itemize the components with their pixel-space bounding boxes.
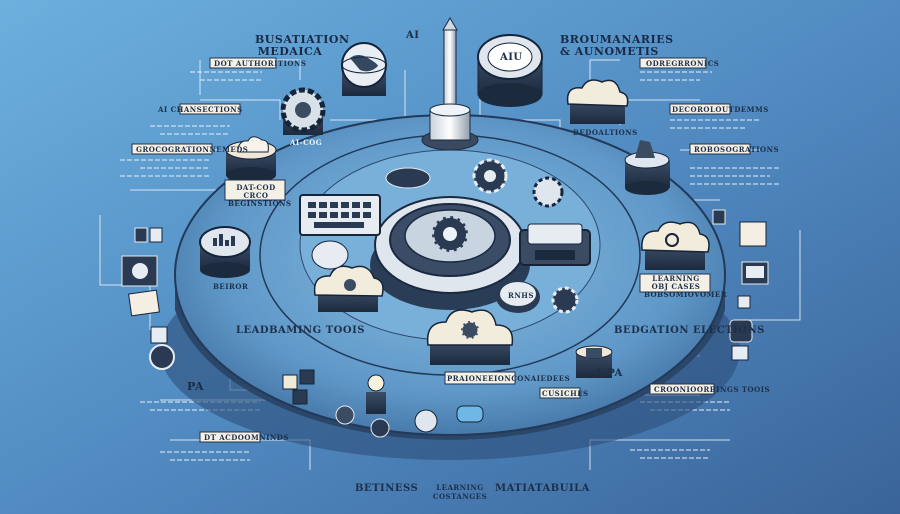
small-gear-icon (472, 158, 579, 314)
cloud-search-icon (641, 221, 710, 270)
robot-icon (519, 223, 591, 266)
monitor-icon (121, 227, 175, 370)
gear-icon (280, 87, 326, 135)
camera-icon (575, 345, 613, 378)
card-right-1 (639, 57, 707, 69)
storage-icon (282, 369, 484, 438)
heading-bottom-2: LEARNING COSTANGES (432, 483, 488, 501)
robot-hand-icon (624, 140, 670, 195)
heading-top-left: BUSATIATION MEDAICA (255, 33, 350, 58)
cloud-icon (225, 136, 277, 183)
heading-bottom-1: BETINESS (355, 483, 419, 494)
ring-label: RNHS (508, 291, 534, 300)
card-left-1 (179, 103, 241, 115)
card-bottom-right (649, 383, 715, 395)
cloud-icon (566, 79, 629, 124)
bar-chart-icon (199, 226, 251, 278)
document-icon (128, 289, 168, 344)
central-engine (370, 196, 530, 310)
antenna-icon (421, 17, 479, 151)
card-right-3 (689, 143, 751, 155)
card-bottom-center-2-text: CUSICHES (542, 389, 589, 398)
card-bottom-center-2 (539, 387, 581, 399)
card-bottom-left (199, 431, 261, 443)
card-center-left (224, 179, 286, 201)
heading-bottom-left: PA (187, 380, 205, 393)
label-left-sensor: BEIROR (213, 282, 249, 291)
card-right-cloud-text: LEARNING OBJ CASES BOBSOMIOVOMER (644, 274, 728, 299)
card-right-cloud (639, 273, 711, 293)
card-tl (209, 57, 277, 69)
label-right-2: DECOROLOUTDEMMS (672, 105, 769, 114)
card-bottom-center (444, 371, 516, 385)
keyboard-icon (299, 194, 381, 236)
ai-disc (477, 34, 543, 107)
label-left-2: GROCOGRATIONNEMEDS (136, 145, 249, 154)
globe-icon (341, 42, 387, 96)
card-bottom-right-text: CROONIOORBINGS TOOIS (654, 385, 771, 394)
card-left-2 (131, 143, 213, 155)
heading-left-mid: LEADBAMING TOOIS (236, 325, 365, 336)
disc-label: AIU (500, 52, 523, 63)
label-right-3: BEDOALTIONS (573, 128, 638, 137)
ring-display-icon (311, 167, 540, 313)
cloud-gear-icon (426, 309, 514, 365)
card-right-2 (669, 103, 731, 115)
cloud-icon (313, 265, 384, 312)
label-left-gear: AI-COG (290, 138, 323, 147)
label-right-1: ODREGRRONICS (646, 59, 720, 68)
monitor-icon (712, 209, 769, 361)
heading-top-center: AI (406, 30, 420, 41)
heading-bottom-right: A·PA (595, 368, 623, 379)
heading-top-right: BROUMANARIES & AUNOMETIS (560, 33, 674, 58)
card-bottom-center-text: PRAIONEEIONCONAIEDEES (447, 374, 571, 383)
label-left-1: AI CHANSECTIONS (158, 105, 243, 114)
card-bottom-left-text: DT ACDOOMNINDS (204, 433, 289, 442)
text-lines-right (610, 71, 780, 459)
card-tl-text: DOT AUTHORITIONS (214, 59, 307, 68)
label-right-4: ROBOSOGRATIONS (694, 145, 780, 154)
heading-right-mid: BEDGATION ELECTIONS (614, 325, 765, 336)
heading-bottom-3: MATIATABUILA (495, 483, 590, 494)
lightbulb-icon (366, 374, 386, 414)
card-center-left-text: DAT-COD CRCO BEGINSTIONS (228, 183, 292, 208)
